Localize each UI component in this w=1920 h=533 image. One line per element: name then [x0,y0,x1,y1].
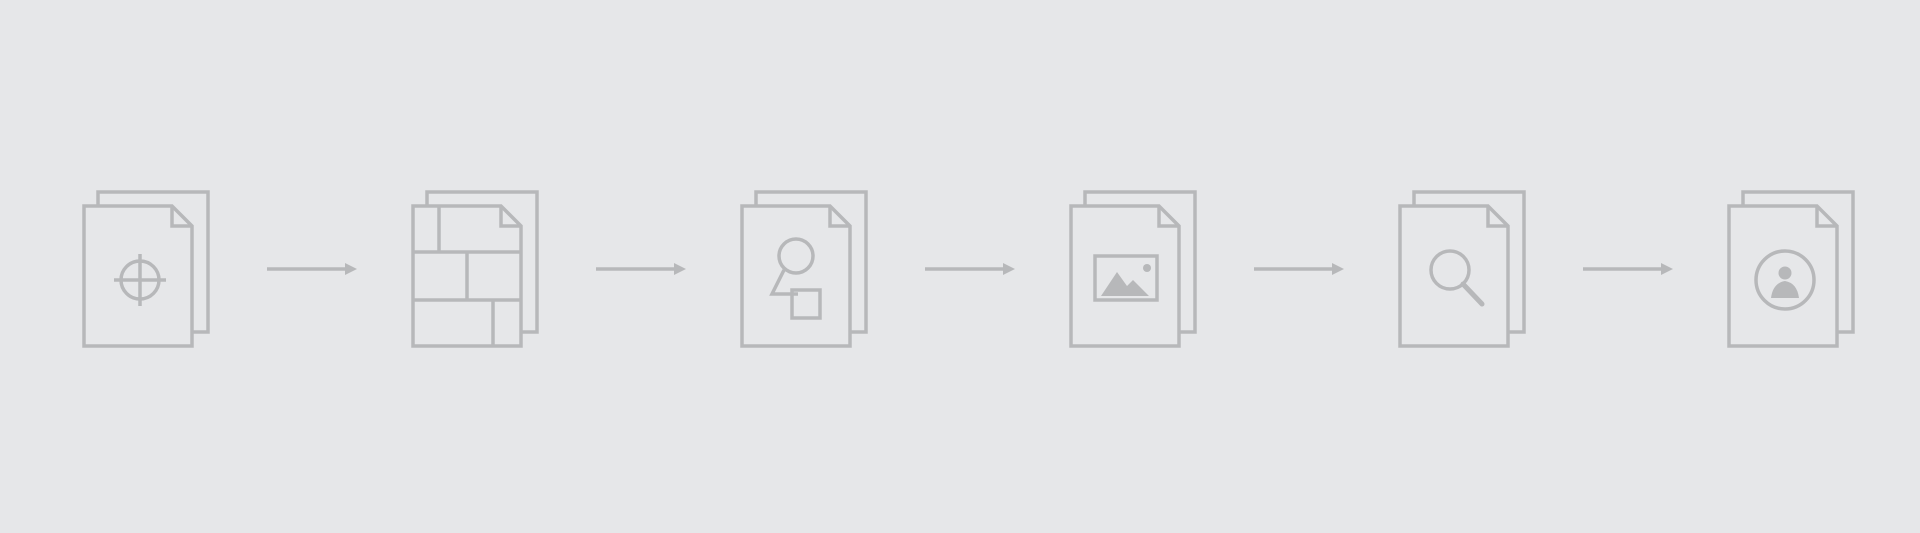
document-shapes-icon [740,190,868,348]
document-search-icon [1398,190,1526,348]
arrow-right-icon [1583,263,1673,275]
document-target-icon [82,190,210,348]
arrow-right-icon [596,263,686,275]
document-image-icon [1069,190,1197,348]
arrow-right-icon [925,263,1015,275]
arrow-right-icon [267,263,357,275]
arrow-right-icon [1254,263,1344,275]
document-layout-grid-icon [411,190,539,348]
document-user-badge-icon [1727,190,1855,348]
